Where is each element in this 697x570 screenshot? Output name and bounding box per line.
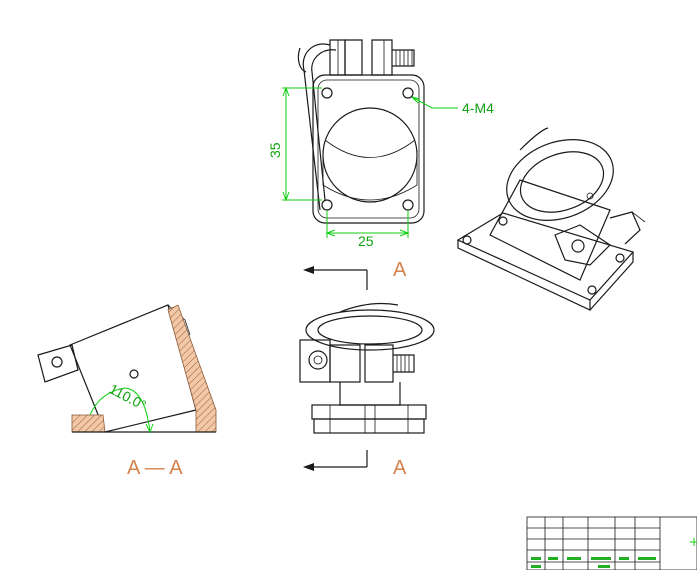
section-marker-top: A [303, 259, 407, 290]
top-view [297, 39, 425, 224]
section-letter-top: A [393, 259, 407, 281]
width-dimension-text: 25 [358, 233, 374, 249]
isometric-view [456, 127, 646, 311]
angle-dimension-text: 110.0° [107, 381, 149, 414]
dimension-height: 35 [267, 86, 322, 202]
height-dimension-text: 35 [267, 142, 283, 158]
section-label: A — A [127, 457, 183, 479]
section-marker-bottom: A [303, 450, 407, 479]
holes-dimension-text: 4-M4 [462, 100, 494, 116]
section-letter-bottom: A [393, 457, 407, 479]
section-view: 110.0° A — A [37, 304, 217, 479]
title-block [526, 516, 697, 570]
dimension-width: 25 [325, 210, 410, 249]
dimension-holes: 4-M4 [411, 96, 494, 116]
front-view [299, 302, 435, 434]
